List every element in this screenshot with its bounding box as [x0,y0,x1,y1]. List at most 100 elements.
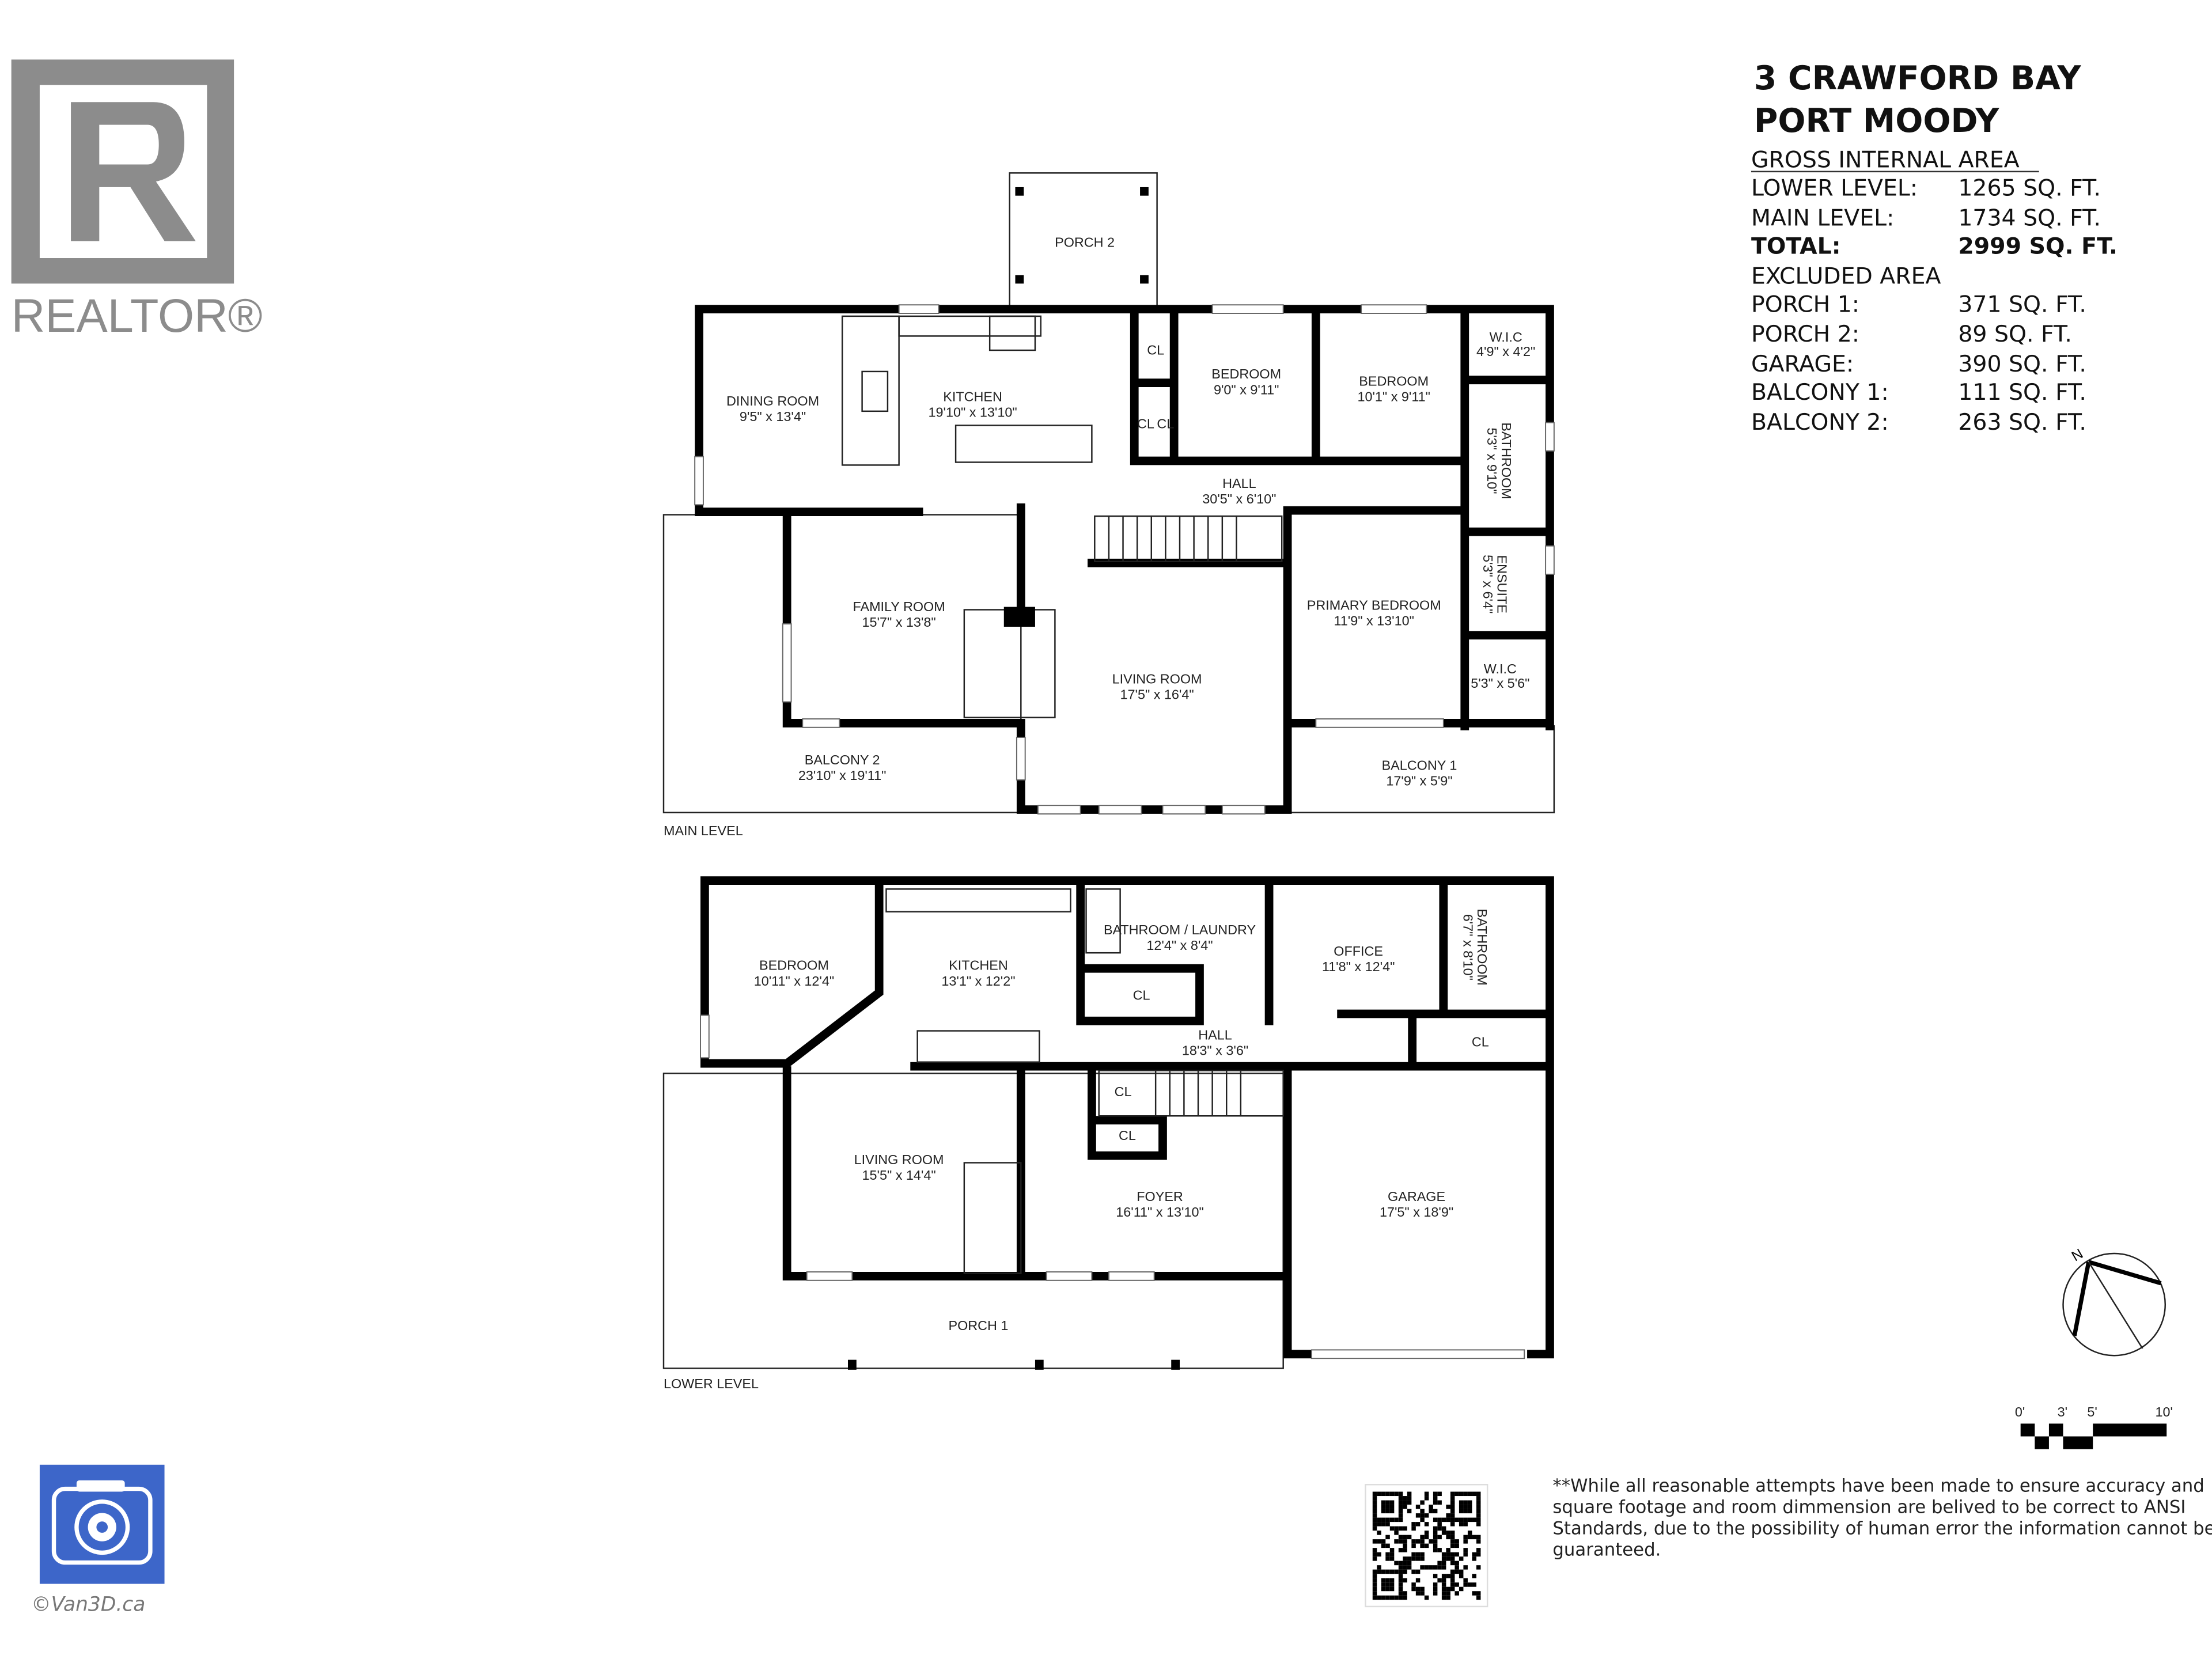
qr-module [1424,1491,1429,1497]
qr-module [1441,1517,1446,1522]
qr-module [1394,1560,1399,1566]
qr-module [1450,1496,1455,1501]
qr-module [1398,1505,1403,1509]
qr-module [1441,1526,1446,1531]
qr-module [1385,1535,1390,1540]
qr-module [1429,1505,1433,1509]
qr-module [1476,1500,1481,1505]
qr-module [1450,1552,1455,1557]
qr-module [1389,1491,1395,1497]
qr-module [1415,1591,1421,1596]
qr-module [1420,1539,1425,1544]
qr-module [1424,1565,1429,1570]
qr-module [1446,1505,1450,1509]
qr-module [1476,1509,1481,1514]
qr-module [1372,1595,1377,1600]
qr-module [1381,1491,1386,1497]
qr-module [1385,1595,1390,1600]
qr-module [1446,1574,1450,1578]
room-dims: 17'5" x 18'9" [1380,1205,1453,1219]
lower-level-plan: BEDROOM 10'11" x 12'4" KITCHEN 13'1" x 1… [662,876,1554,1391]
qr-module [1455,1582,1459,1587]
qr-module [1437,1578,1442,1583]
qr-module [1372,1591,1377,1596]
room-name: CL [1119,1128,1136,1143]
qr-module [1415,1569,1421,1574]
qr-module [1433,1539,1438,1544]
excluded-area-heading: EXCLUDED AREA [1751,263,1941,289]
qr-module [1467,1500,1472,1505]
qr-module [1389,1517,1395,1522]
qr-module [1450,1509,1455,1514]
room-dims: 10'11" x 12'4" [754,974,834,988]
qr-module [1403,1535,1407,1540]
qr-module [1407,1496,1412,1501]
address-line2: PORT MOODY [1754,102,1999,140]
qr-module [1472,1517,1476,1522]
room-name: BATHROOM / LAUNDRY [1104,922,1256,937]
qr-module [1472,1491,1476,1497]
room-dims: 16'11" x 13'10" [1116,1205,1203,1219]
qr-module [1420,1517,1425,1522]
qr-module [1372,1556,1377,1561]
qr-module [1377,1595,1381,1600]
qr-module [1372,1586,1377,1592]
qr-module [1476,1565,1481,1570]
qr-module [1450,1500,1455,1505]
qr-module [1398,1496,1403,1501]
qr-module [1450,1535,1455,1540]
qr-module [1441,1560,1446,1566]
qr-module [1433,1548,1438,1552]
room-dims: 6'7" x 8'10" [1460,914,1475,980]
qr-module [1385,1491,1390,1497]
room-name: BALCONY 2 [805,752,880,767]
qr-module [1450,1578,1455,1583]
qr-module [1377,1491,1381,1497]
qr-module [1459,1556,1464,1561]
qr-module [1476,1552,1481,1557]
qr-module [1377,1522,1381,1527]
qr-module [1476,1513,1481,1518]
qr-module [1433,1586,1438,1592]
qr-module [1381,1505,1386,1509]
qr-module [1420,1586,1425,1592]
area-value: 89 SQ. FT. [1958,321,2072,347]
room-name: KITCHEN [943,389,1002,404]
room-dims: 15'5" x 14'4" [862,1168,936,1183]
area-label: PORCH 1: [1751,291,1859,318]
qr-module [1389,1578,1395,1583]
area-value: 2999 SQ. FT. [1958,233,2118,260]
qr-module [1459,1517,1464,1522]
qr-module [1415,1556,1421,1561]
qr-module [1467,1535,1472,1540]
level-label: MAIN LEVEL [664,823,743,838]
qr-module [1472,1582,1476,1587]
qr-module [1372,1539,1377,1544]
qr-module [1476,1505,1481,1509]
qr-module [1403,1578,1407,1583]
qr-module [1398,1509,1403,1514]
qr-module [1381,1543,1386,1548]
qr-module [1424,1543,1429,1548]
room-name: KITCHEN [949,958,1008,973]
area-label: GARAGE: [1751,351,1854,377]
area-label: MAIN LEVEL: [1751,204,1894,231]
room-dims: 5'3" x 6'4" [1480,555,1495,613]
room-dims: 13'1" x 12'2" [941,974,1015,988]
qr-module [1420,1543,1425,1548]
qr-module [1394,1517,1399,1522]
qr-module [1372,1517,1377,1522]
qr-module [1424,1496,1429,1501]
qr-module [1389,1500,1395,1505]
qr-module [1437,1535,1442,1540]
area-value: 1734 SQ. FT. [1958,204,2101,231]
qr-module [1450,1513,1455,1518]
qr-module [1433,1500,1438,1505]
qr-module [1437,1517,1442,1522]
qr-module [1398,1591,1403,1596]
qr-module [1381,1500,1386,1505]
qr-module [1433,1509,1438,1514]
qr-module [1459,1505,1464,1509]
qr-module [1403,1505,1407,1509]
qr-module [1459,1586,1464,1592]
